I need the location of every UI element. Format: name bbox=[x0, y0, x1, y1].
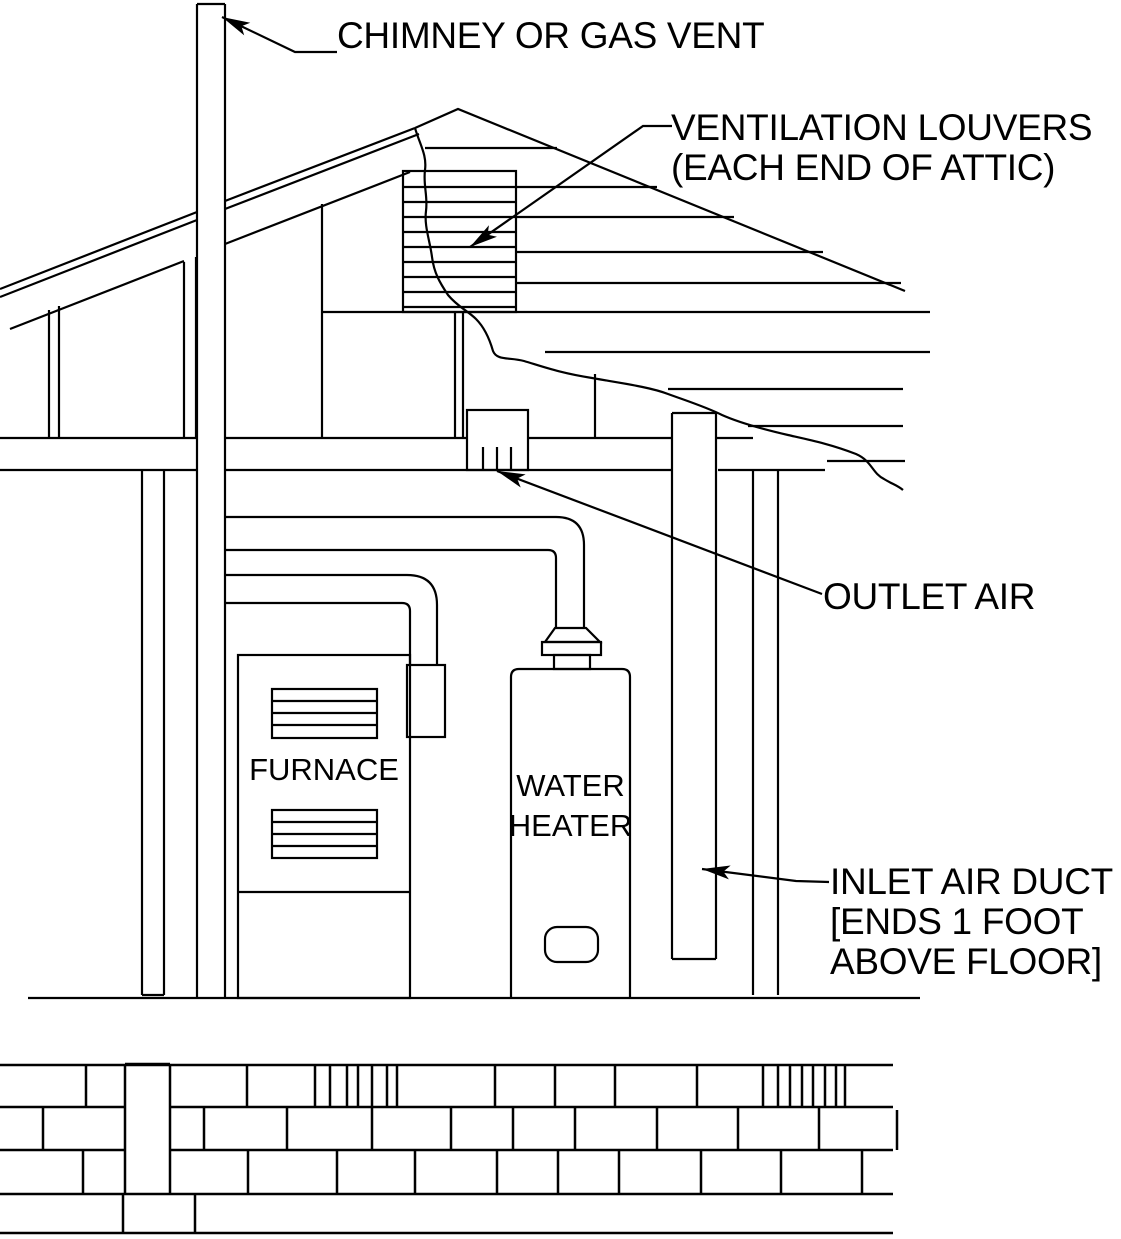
gable-siding-lines bbox=[322, 185, 930, 463]
furnace-vent-pipe bbox=[226, 573, 439, 665]
draft-hood bbox=[540, 626, 603, 671]
ceiling-lines bbox=[0, 436, 825, 472]
ventilation-louver-grille bbox=[401, 169, 518, 314]
ventilation-louvers-label-line2: (EACH END OF ATTIC) bbox=[671, 147, 1056, 188]
inlet-air-duct-label-line3: ABOVE FLOOR] bbox=[830, 941, 1102, 982]
water-heater-label-line1: WATER bbox=[516, 768, 625, 803]
inlet-air-duct-label-line2: [ENDS 1 FOOT bbox=[830, 901, 1084, 942]
water-heater-label-line2: HEATER bbox=[508, 808, 633, 843]
furnace-cabinet bbox=[236, 653, 447, 1000]
ventilation-leader bbox=[469, 124, 672, 248]
attic-studs bbox=[47, 204, 597, 438]
furnace-label: FURNACE bbox=[249, 752, 399, 787]
inlet-air-duct bbox=[670, 411, 718, 961]
roof-outline bbox=[0, 107, 906, 331]
inlet-air-leader bbox=[701, 865, 830, 884]
outlet-air-leader bbox=[496, 469, 823, 596]
outlet-air-label: OUTLET AIR bbox=[823, 576, 1036, 617]
chimney-label: CHIMNEY OR GAS VENT bbox=[337, 15, 765, 56]
water-heater-label: WATER HEATER bbox=[505, 766, 636, 846]
outlet-air-vent bbox=[465, 408, 530, 472]
inlet-air-duct-label: INLET AIR DUCT [ENDS 1 FOOT ABOVE FLOOR] bbox=[830, 862, 1113, 982]
inlet-air-duct-label-line1: INLET AIR DUCT bbox=[830, 861, 1113, 902]
water-heater-tank bbox=[509, 667, 632, 998]
ventilation-louvers-label: VENTILATION LOUVERS (EACH END OF ATTIC) bbox=[671, 107, 1093, 188]
ventilation-louvers-label-line1: VENTILATION LOUVERS bbox=[671, 107, 1093, 148]
section-break-line bbox=[413, 127, 904, 491]
leader-lines bbox=[221, 16, 830, 884]
chimney-leader bbox=[221, 16, 337, 54]
foundation-wall bbox=[0, 1062, 899, 1235]
water-heater-vent-pipe bbox=[226, 515, 586, 628]
room-wall-studs bbox=[140, 470, 780, 997]
chimney-pipe bbox=[195, 2, 227, 998]
